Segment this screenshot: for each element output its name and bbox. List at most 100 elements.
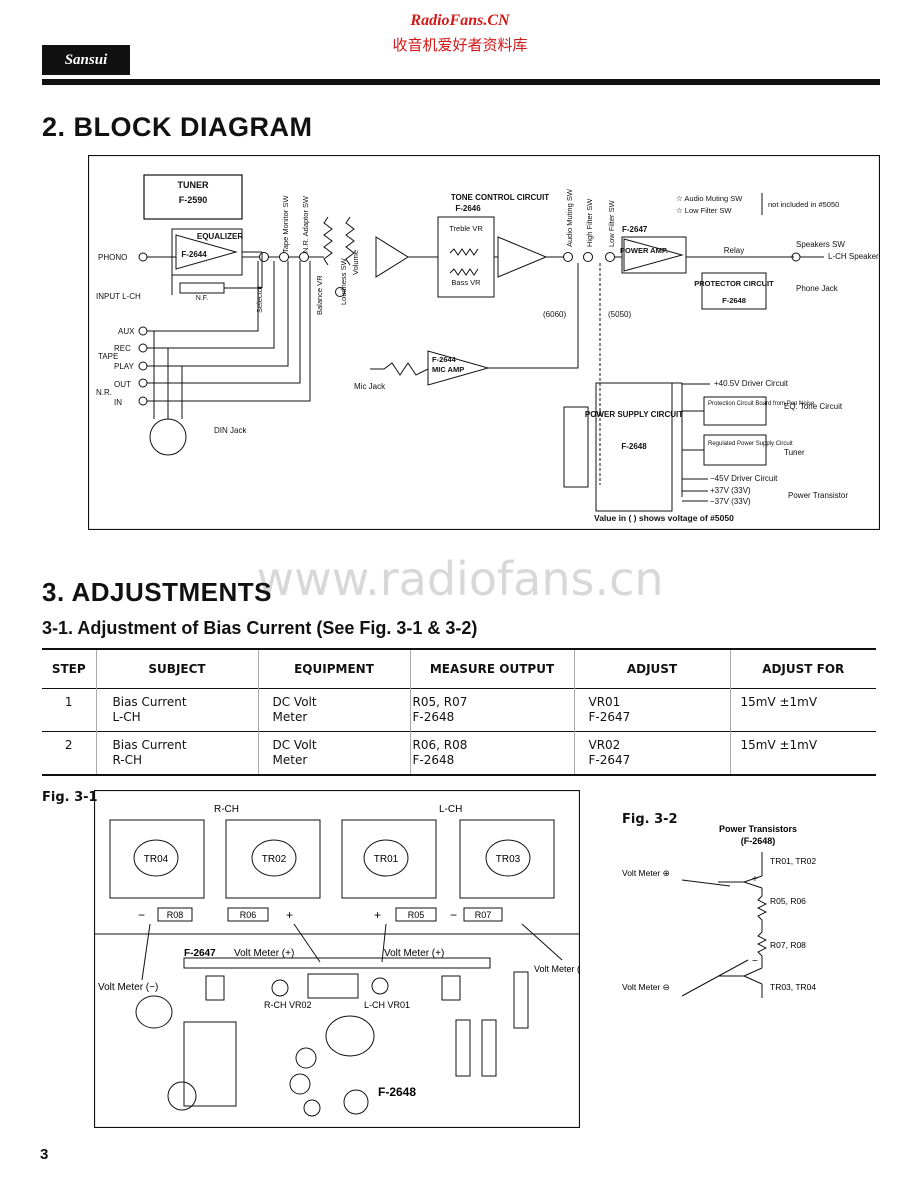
volume-vr-symbol	[345, 216, 355, 266]
power-amp-board: F-2647	[622, 225, 648, 234]
nr-adaptor-sw-label: N.R. Adaptor SW	[301, 195, 310, 253]
page-number: 3	[40, 1146, 49, 1163]
aux-label: AUX	[118, 327, 135, 336]
tuner-out-label: Tuner	[784, 448, 805, 457]
transformer	[563, 406, 589, 488]
col-measure-output: MEASURE OUTPUT	[409, 649, 574, 689]
volt-meter-minus-right: Volt Meter (−)	[534, 964, 580, 974]
power-supply-label: POWER SUPPLY CIRCUIT	[585, 410, 683, 419]
loudness-sw-label: Loudness SW	[339, 257, 348, 305]
out-m37-label: −37V (33V)	[710, 497, 751, 506]
regulated-block	[703, 434, 767, 466]
nf-label: N.F.	[196, 295, 209, 302]
minus-sign: −	[450, 908, 457, 922]
vm-plus-label: Volt Meter ⊕	[622, 868, 670, 878]
cell-subject: Bias Current R-CH	[95, 731, 258, 775]
power-supply-block	[595, 382, 673, 512]
cell-adjust: VR02 F-2647	[573, 731, 730, 775]
fig32-circuit	[681, 852, 768, 998]
fig31-lch: L-CH	[439, 804, 462, 815]
tape-label: TAPE	[98, 352, 118, 361]
bass-vr-label: Bass VR	[451, 278, 481, 287]
table-row: 1 Bias Current L-CH DC Volt Meter R05, R…	[42, 688, 876, 732]
regulated-label: Regulated Power Supply Circuit	[708, 441, 793, 447]
volt-meter-plus-label: Volt Meter (+)	[234, 948, 294, 959]
minus-sign: −	[138, 908, 145, 922]
input-jacks	[138, 326, 148, 406]
out-45v-label: −45V Driver Circuit	[710, 474, 778, 483]
r05-label: R05	[408, 910, 425, 920]
cell-equipment: DC Volt Meter	[257, 688, 410, 732]
din-jack	[149, 418, 187, 456]
plus-sign: +	[374, 908, 381, 922]
mic-amp	[427, 350, 490, 386]
cell-step: 1	[64, 695, 73, 709]
out-p37-label: +37V (33V)	[710, 486, 751, 495]
fig31-rch: R-CH	[214, 804, 239, 815]
fig32-minus: −	[752, 956, 758, 967]
col-adjust-for: ADJUST FOR	[729, 649, 876, 689]
tr02-label: TR02	[262, 854, 287, 865]
cell-subject: Bias Current L-CH	[95, 688, 258, 732]
power-transistor-label: Power Transistor	[788, 491, 848, 500]
input-lch-label: INPUT L-CH	[96, 292, 141, 301]
note-low-filter: ☆ Low Filter SW	[676, 206, 732, 215]
transistor-heatsinks	[109, 819, 555, 899]
power-supply-board: F-2648	[621, 442, 647, 451]
mic-amp-board: F-2644	[432, 355, 457, 364]
f2647-board	[183, 957, 491, 969]
block-diagram-title: 2. BLOCK DIAGRAM	[42, 112, 313, 142]
r07-label: R07	[475, 910, 492, 920]
col-equipment: EQUIPMENT	[257, 649, 410, 689]
pre-amp-1	[375, 236, 409, 278]
cell-measure-output: R05, R07 F-2648	[409, 688, 574, 732]
cell-equipment: DC Volt Meter	[257, 731, 410, 775]
note-audio-muting: ☆ Audio Muting SW	[676, 194, 743, 203]
protection-board-label: Protection Circuit Board from Pop Noise	[708, 401, 815, 407]
lch-vr01-label: L-CH VR01	[364, 1000, 410, 1010]
plus-sign: +	[286, 908, 293, 922]
tuner-block	[143, 174, 243, 220]
r08-label: R08	[167, 910, 184, 920]
equalizer-board: F-2644	[181, 250, 207, 259]
play-label: PLAY	[114, 362, 135, 371]
watermark-chinese: 收音机爱好者资料库	[392, 36, 528, 54]
r-top-label: R05, R06	[770, 896, 806, 906]
meter-probes	[141, 923, 563, 981]
tuner-board: F-2590	[179, 195, 208, 205]
speakers-sw-label: Speakers SW	[796, 240, 845, 249]
cell-step: 2	[64, 738, 73, 752]
cell-adjust-for: 15mV ±1mV	[729, 688, 876, 732]
nr-label: N.R.	[96, 388, 112, 397]
col-subject: SUBJECT	[95, 649, 258, 689]
watermark-site: RadioFans.CN	[410, 12, 510, 29]
tape-monitor-sw-label: Tape Monitor SW	[281, 195, 290, 253]
protector-label: PROTECTOR CIRCUIT	[694, 279, 774, 288]
volt-meter-plus-label-2: Volt Meter (+)	[384, 948, 444, 959]
equalizer-amp	[175, 234, 238, 270]
phono-label: PHONO	[98, 253, 127, 262]
fig31-drawing: R-CH L-CH TR04 TR02 TR01 TR03 R08 R06 R0…	[94, 790, 580, 1128]
audio-muting-sw-label: Audio Muting SW	[565, 188, 574, 247]
rec-label: REC	[114, 344, 131, 353]
phono-jack	[138, 252, 148, 262]
nf-resistor	[179, 282, 225, 294]
value-note: Value in ( ) shows voltage of #5050	[594, 513, 734, 523]
f2647-label: F-2647	[184, 948, 216, 959]
high-filter-sw-label: High Filter SW	[585, 198, 594, 247]
power-amp-block	[621, 236, 687, 274]
protector-board: F-2648	[722, 296, 746, 305]
adjustment-table: STEP SUBJECT EQUIPMENT MEASURE OUTPUT AD…	[42, 648, 876, 776]
eq-tone-label: EQ. Tone Circuit	[784, 402, 843, 411]
rch-vr02-label: R-CH VR02	[264, 1000, 312, 1010]
cell-adjust: VR01 F-2647	[573, 688, 730, 732]
tr01-label: TR01	[374, 854, 399, 865]
watermark-center: www.radiofans.cn	[256, 552, 664, 606]
fig32-board: (F-2648)	[741, 836, 776, 846]
lch-speaker-label: L-CH Speaker	[828, 252, 879, 261]
fig32-plus: +	[752, 874, 758, 885]
tone-control-label: TONE CONTROL CIRCUIT	[451, 193, 549, 202]
switch-circles	[259, 252, 615, 297]
treble-vr-label: Treble VR	[449, 224, 483, 233]
protector-block	[701, 272, 767, 310]
